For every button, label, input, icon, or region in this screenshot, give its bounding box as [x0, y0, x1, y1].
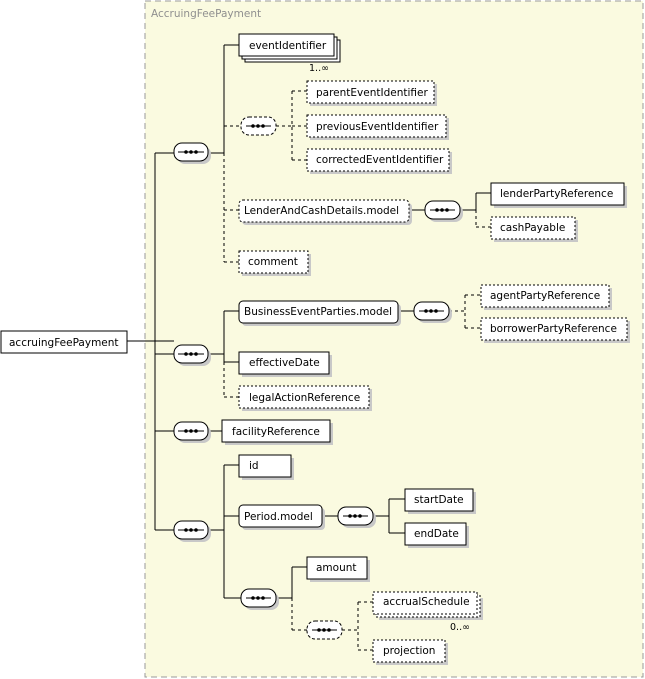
- element-accruing-fee-payment[interactable]: accruingFeePayment: [0, 330, 128, 354]
- svg-text:lenderPartyReference: lenderPartyReference: [500, 188, 613, 200]
- svg-text:BusinessEventParties.model: BusinessEventParties.model: [244, 306, 392, 318]
- element-borrower-party-reference[interactable]: borrowerPartyReference: [480, 317, 630, 343]
- svg-text:LenderAndCashDetails.model: LenderAndCashDetails.model: [244, 205, 399, 217]
- element-end-date[interactable]: endDate: [404, 522, 469, 548]
- element-projection[interactable]: projection: [372, 639, 448, 665]
- compositor-choice-identifiers: [240, 116, 277, 136]
- compositor-sequence-amount: [240, 588, 279, 610]
- element-agent-party-reference[interactable]: agentPartyReference: [480, 284, 612, 310]
- compositor-sequence-3: [173, 421, 211, 443]
- svg-text:effectiveDate: effectiveDate: [249, 357, 320, 369]
- svg-text:cashPayable: cashPayable: [500, 222, 565, 234]
- element-accrual-schedule[interactable]: accrualSchedule: [372, 591, 483, 620]
- element-cash-payable[interactable]: cashPayable: [490, 216, 578, 242]
- svg-text:legalActionReference: legalActionReference: [249, 392, 360, 404]
- element-period-model[interactable]: Period.model: [238, 504, 325, 530]
- svg-text:parentEventIdentifier: parentEventIdentifier: [316, 87, 428, 99]
- element-previous-event-identifier[interactable]: previousEventIdentifier: [306, 114, 449, 140]
- svg-text:id: id: [249, 460, 259, 472]
- element-facility-reference[interactable]: facilityReference: [221, 419, 333, 445]
- element-business-event-parties-model[interactable]: BusinessEventParties.model: [238, 300, 401, 326]
- compositor-sequence-4: [173, 520, 211, 542]
- element-legal-action-reference[interactable]: legalActionReference: [238, 385, 372, 411]
- element-lender-party-reference[interactable]: lenderPartyReference: [490, 182, 627, 208]
- svg-text:endDate: endDate: [414, 528, 459, 540]
- compositor-choice-accrual: [306, 620, 343, 640]
- element-amount[interactable]: amount: [306, 556, 370, 582]
- element-event-identifier[interactable]: eventIdentifier: [238, 33, 341, 63]
- element-parent-event-identifier[interactable]: parentEventIdentifier: [306, 80, 437, 106]
- svg-text:correctedEventIdentifier: correctedEventIdentifier: [316, 154, 444, 166]
- element-comment[interactable]: comment: [238, 250, 311, 276]
- element-id[interactable]: id: [238, 454, 294, 480]
- svg-text:previousEventIdentifier: previousEventIdentifier: [316, 121, 439, 133]
- compositor-sequence-1: [173, 142, 211, 164]
- svg-text:eventIdentifier: eventIdentifier: [249, 40, 327, 52]
- compositor-sequence-lender: [424, 200, 463, 222]
- svg-text:accrualSchedule: accrualSchedule: [383, 596, 470, 608]
- svg-text:Period.model: Period.model: [244, 511, 313, 523]
- svg-text:comment: comment: [248, 256, 298, 268]
- element-corrected-event-identifier[interactable]: correctedEventIdentifier: [306, 148, 452, 174]
- svg-text:agentPartyReference: agentPartyReference: [490, 290, 600, 302]
- element-lender-and-cash-details-model[interactable]: LenderAndCashDetails.model: [238, 199, 412, 225]
- cardinality-accrual-schedule: 0..∞: [450, 622, 470, 633]
- svg-text:projection: projection: [383, 645, 435, 657]
- svg-text:accruingFeePayment: accruingFeePayment: [9, 337, 119, 349]
- svg-text:facilityReference: facilityReference: [232, 426, 320, 438]
- compositor-sequence-parties: [413, 301, 452, 323]
- group-title: AccruingFeePayment: [151, 8, 261, 20]
- compositor-sequence-period: [337, 506, 376, 528]
- svg-text:amount: amount: [316, 562, 357, 574]
- svg-text:startDate: startDate: [414, 494, 464, 506]
- connectors: [127, 44, 491, 651]
- compositor-sequence-2: [173, 344, 211, 366]
- element-effective-date[interactable]: effectiveDate: [238, 351, 332, 377]
- svg-text:borrowerPartyReference: borrowerPartyReference: [490, 323, 617, 335]
- cardinality-event-identifier: 1..∞: [309, 63, 329, 74]
- element-start-date[interactable]: startDate: [404, 488, 476, 514]
